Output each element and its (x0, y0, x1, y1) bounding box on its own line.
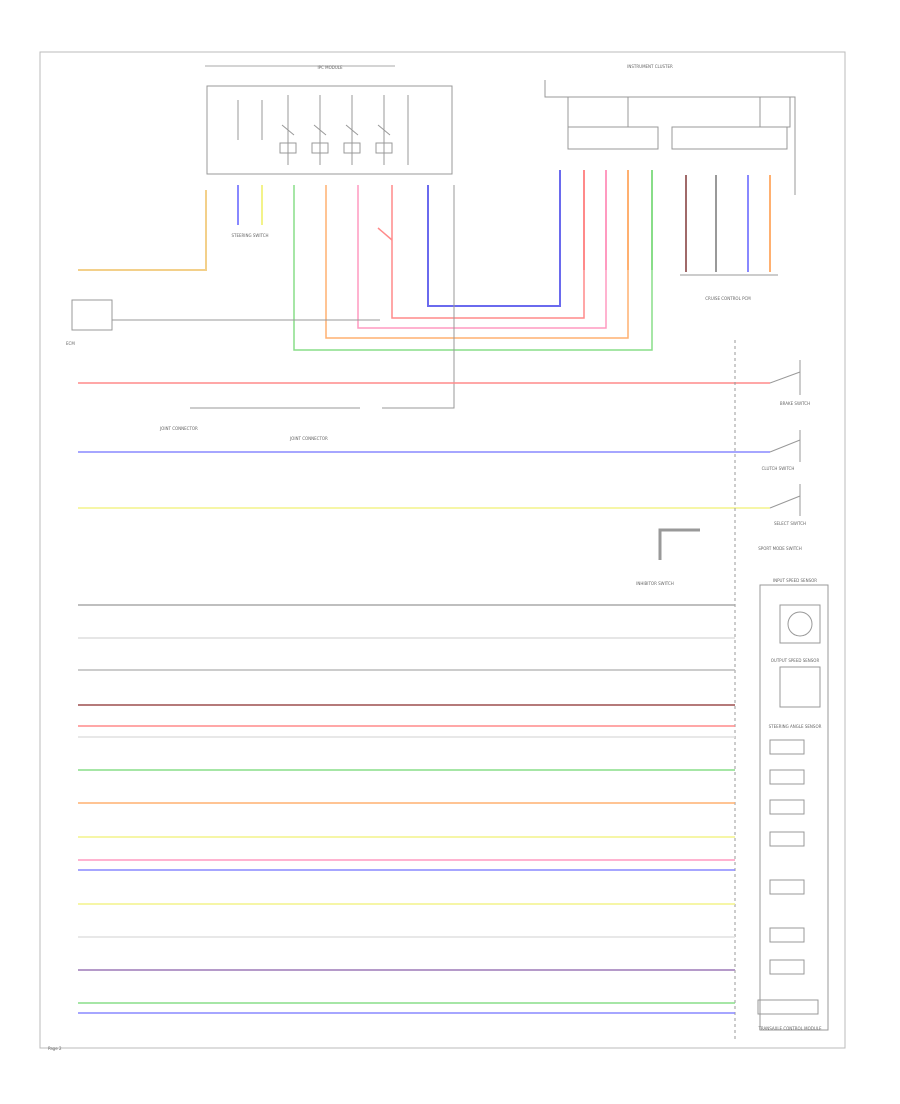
input-sensor-box (779, 604, 821, 644)
input-sensor-icon (787, 611, 813, 637)
wire-orange-loop (325, 180, 629, 339)
tcm-label: TRANSAXLE CONTROL MODULE (757, 1026, 822, 1031)
sport-mode-wire (658, 528, 700, 560)
wire-red-loop (391, 180, 585, 319)
ecm-box (71, 299, 113, 331)
diagram-frame (39, 51, 846, 1049)
input-sensor-label: INPUT SPEED SENSOR (773, 578, 817, 583)
cruise-pcm-label: CRUISE CONTROL PCM (705, 296, 751, 301)
brake-switch-label: BRAKE SWITCH (780, 401, 810, 406)
ipc-module-box (206, 85, 453, 175)
page-footer: Page 2 (48, 1046, 62, 1051)
cluster-block-right (759, 96, 791, 128)
wire-orange-left (78, 190, 207, 271)
steering-angle-label: STEERING ANGLE SENSOR (769, 724, 822, 729)
ipc-module-label: IPC MODULE (317, 65, 342, 70)
joint-connector-1-label: JOINT CONNECTOR (159, 426, 198, 431)
wire-blue-loop (427, 180, 561, 307)
wire-gray-down (382, 185, 455, 409)
cluster-connector-b (671, 126, 788, 150)
sport-mode-switch-label: SPORT MODE SWITCH (758, 546, 801, 551)
switch-bank (769, 360, 801, 516)
cluster-label: INSTRUMENT CLUSTER (627, 64, 673, 69)
inhibitor-switch-label: INHIBITOR SWITCH (636, 581, 674, 586)
tcm-solenoid-boxes (757, 739, 819, 1015)
ipc-switches (237, 95, 409, 165)
wire-red-cross (377, 227, 393, 241)
cluster-block-left (567, 96, 629, 128)
wire-green-loop (293, 180, 653, 351)
ecm-label: ECM (66, 341, 75, 346)
joint-connector-2-label: JOINT CONNECTOR (289, 436, 328, 441)
cluster-wires (559, 170, 771, 272)
tcm-outline (759, 584, 829, 1031)
cluster-outline (544, 80, 796, 195)
clutch-switch-label: CLUTCH SWITCH (762, 466, 795, 471)
output-sensor-label: OUTPUT SPEED SENSOR (771, 658, 820, 663)
tcm-wire-bus (78, 604, 735, 1014)
output-sensor-box (779, 666, 821, 708)
select-switch-label: SELECT SWITCH (774, 521, 806, 526)
steering-switch-label: STEERING SWITCH (231, 233, 268, 238)
cluster-connector-a (567, 126, 659, 150)
